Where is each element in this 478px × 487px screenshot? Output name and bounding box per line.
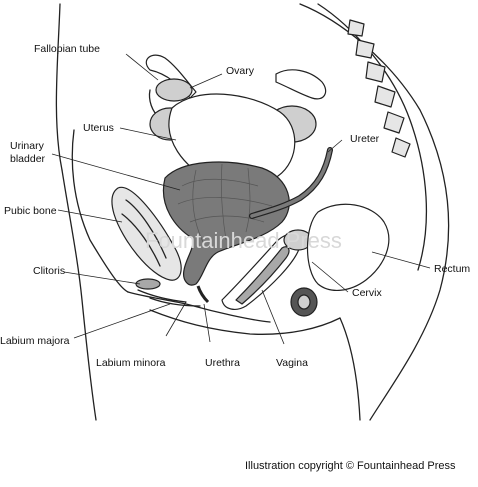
label-labium-minora: Labium minora	[96, 357, 166, 369]
ovary-left	[155, 78, 193, 102]
labels: Fallopian tube Ovary Uterus Urinary blad…	[0, 43, 470, 369]
label-labium-majora: Labium majora	[0, 335, 70, 347]
label-rectum: Rectum	[434, 263, 470, 275]
label-vagina: Vagina	[276, 357, 308, 369]
label-clitoris: Clitoris	[33, 265, 65, 277]
label-cervix: Cervix	[352, 287, 383, 299]
pubic-bone	[111, 186, 182, 281]
labia	[137, 289, 201, 307]
ureter	[249, 147, 333, 219]
spine	[347, 19, 411, 158]
rectum	[290, 203, 390, 317]
label-urinary-bladder-1: Urinary	[10, 140, 45, 152]
urethra	[196, 285, 210, 304]
label-urinary-bladder-2: bladder	[10, 153, 46, 165]
label-uterus: Uterus	[83, 122, 114, 134]
watermark-text: Fountainhead Press	[145, 228, 342, 253]
urinary-bladder	[162, 161, 290, 286]
label-pubic-bone: Pubic bone	[4, 205, 57, 217]
leader-lines	[51, 53, 431, 345]
label-ureter: Ureter	[350, 133, 380, 145]
clitoris	[135, 278, 161, 290]
fallopian-tube-right	[275, 69, 327, 100]
label-urethra: Urethra	[205, 357, 240, 369]
label-ovary: Ovary	[226, 65, 255, 77]
copyright-credit: Illustration copyright © Fountainhead Pr…	[245, 460, 456, 472]
label-fallopian-tube: Fallopian tube	[34, 43, 100, 55]
